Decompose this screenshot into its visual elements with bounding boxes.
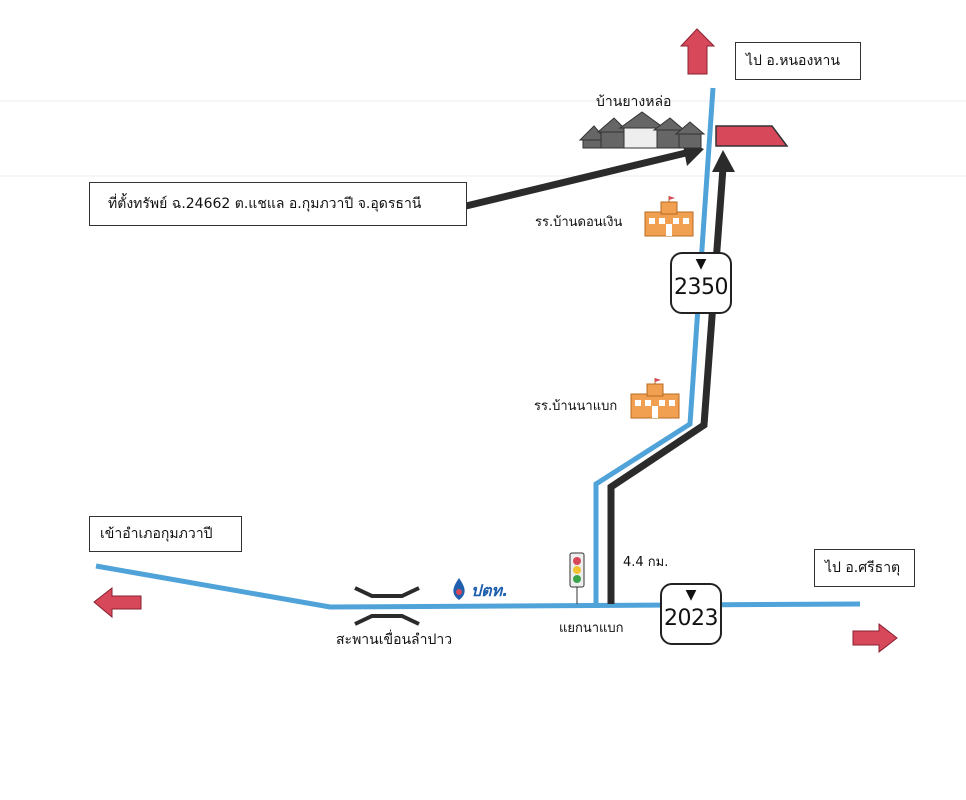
route-number: 2350 — [674, 275, 729, 300]
route-2023-shield: ▼ 2023 — [660, 583, 722, 645]
school-icon — [630, 378, 680, 419]
route-arrowhead — [712, 150, 735, 172]
to-kumphawapi-label: เข้าอำเภอกุมภวาปี — [89, 516, 242, 552]
traffic-light-icon — [569, 552, 585, 604]
school-don-ngoen-label: รร.บ้านดอนเงิน — [535, 215, 623, 230]
garuda-icon: ▼ — [695, 256, 707, 272]
pointer-arrow — [465, 148, 691, 210]
school-icon — [644, 196, 694, 237]
left-arrow-icon — [93, 586, 142, 619]
to-si-that-label: ไป อ.ศรีธาตุ — [814, 549, 915, 587]
flag-marker-icon — [715, 125, 789, 147]
garuda-icon: ▼ — [685, 587, 697, 603]
land-location-box: ที่ตั้งทรัพย์ ฉ.24662 ต.แชแล อ.กุมภวาปี … — [89, 182, 467, 226]
bridge-label: สะพานเขื่อนลำปาว — [336, 632, 453, 648]
bridge-icon — [354, 586, 420, 626]
route-number: 2023 — [664, 606, 719, 631]
village-label: บ้านยางหล่อ — [596, 94, 672, 110]
house-cluster-icon — [578, 111, 706, 149]
ptt-drop-icon — [453, 578, 465, 600]
right-arrow-icon — [852, 622, 898, 654]
distance-label: 4.4 กม. — [623, 555, 669, 570]
route-2350-shield: ▼ 2350 — [670, 252, 732, 314]
to-nong-han-label: ไป อ.หนองหาน — [735, 42, 861, 80]
junction-label: แยกนาแบก — [559, 621, 624, 636]
up-arrow-icon — [679, 28, 716, 75]
ptt-logo: ปตท. — [471, 581, 509, 600]
school-na-baek-label: รร.บ้านนาแบก — [534, 399, 618, 414]
